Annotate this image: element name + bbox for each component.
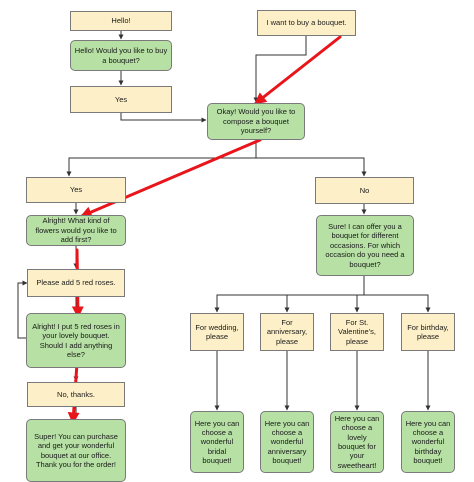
- user-want-bouquet-box[interactable]: I want to buy a bouquet.: [257, 10, 356, 36]
- bot-compose-box[interactable]: Okay! Would you like to compose a bouque…: [207, 103, 305, 140]
- highlight-arrow-compose-to-flowers: [79, 138, 262, 218]
- bot-greeting-box[interactable]: Hello! Would you like to buy a bouquet?: [70, 40, 172, 71]
- user-yes-top-box[interactable]: Yes: [70, 86, 172, 113]
- connector-occasions-wedding: [214, 276, 365, 313]
- connector-want-compose: [253, 36, 307, 103]
- bot-valentine-result-box[interactable]: Here you can choose a lovely bouquet for…: [330, 411, 384, 473]
- user-no-branch-box[interactable]: No: [315, 177, 414, 204]
- connector-compose-no-branch: [256, 157, 367, 177]
- user-hello-box[interactable]: Hello!: [70, 11, 172, 31]
- bot-birthday-result-box[interactable]: Here you can choose a wonderful birthday…: [401, 411, 455, 473]
- bot-flowers-box[interactable]: Alright! What kind of flowers would you …: [26, 215, 126, 246]
- bot-occasions-box[interactable]: Sure! I can offer you a bouquet for diff…: [316, 215, 414, 276]
- user-no-thanks-box[interactable]: No, thanks.: [27, 382, 125, 407]
- user-anniversary-box[interactable]: For anniversary, please: [260, 313, 314, 351]
- user-add-roses-box[interactable]: Please add 5 red roses.: [27, 269, 125, 297]
- bot-purchase-box[interactable]: Super! You can purchase and get your won…: [26, 419, 126, 482]
- bot-anniversary-result-box[interactable]: Here you can choose a wonderful annivers…: [260, 411, 314, 473]
- user-yes-branch-box[interactable]: Yes: [26, 177, 126, 203]
- highlight-arrow-want-to-compose: [254, 35, 342, 105]
- bot-roses-added-box[interactable]: Alright! I put 5 red roses in your lovel…: [26, 313, 126, 368]
- user-birthday-box[interactable]: For birthday, please: [401, 313, 455, 351]
- bot-wedding-result-box[interactable]: Here you can choose a wonderful bridal b…: [190, 411, 244, 473]
- user-wedding-box[interactable]: For wedding, please: [190, 313, 244, 351]
- connector-compose-yes-branch: [66, 140, 257, 177]
- connector-occasions-birthday: [364, 294, 431, 313]
- user-valentine-box[interactable]: For St. Valentine's, please: [330, 313, 384, 351]
- connector-yes-compose: [120, 113, 207, 123]
- connector-loop-back: [17, 280, 28, 339]
